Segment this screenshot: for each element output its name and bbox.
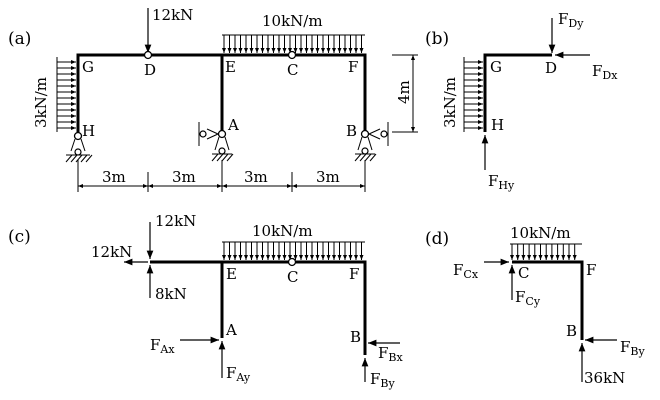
- force-fax-label: FAx: [150, 336, 175, 356]
- dim-1-label: 3m: [102, 168, 126, 186]
- load-12kn-down-label: 12kN: [155, 212, 196, 230]
- force-fbx-label: FBx: [378, 344, 404, 364]
- panel-d: 10kN/m FCx FCy FBy 36kN C F B: [453, 224, 646, 387]
- node-a-label-c: A: [225, 321, 237, 339]
- load-8kn-up-label: 8kN: [155, 285, 187, 303]
- node-h-label: H: [82, 122, 95, 140]
- support-a: [198, 122, 234, 162]
- load-12kn-left-label: 12kN: [91, 243, 132, 261]
- panel-label-b: (b): [425, 29, 449, 49]
- panel-label-a: (a): [8, 29, 31, 49]
- udl-d-label: 10kN/m: [510, 224, 571, 242]
- force-fby-label: FBy: [370, 370, 396, 390]
- force-fhy-label: FHy: [488, 172, 515, 192]
- dim-2-label: 3m: [172, 168, 196, 186]
- force-fcx-label: FCx: [453, 261, 479, 281]
- dim-height-label: 4m: [395, 80, 413, 104]
- reaction-36kn-label: 36kN: [584, 369, 625, 387]
- panel-b: 3kN/m FDy FDx FHy G D H: [441, 10, 618, 192]
- frame-d-member: [512, 260, 584, 340]
- force-fby-d-label: FBy: [620, 338, 646, 358]
- force-fcy-label: FCy: [515, 288, 541, 308]
- node-g-label: G: [82, 58, 94, 76]
- panel-a: 10kN/m 12kN 3kN/m: [32, 6, 418, 192]
- node-c-label-c: C: [287, 268, 298, 286]
- udl-a: [222, 34, 365, 53]
- node-c-label: C: [287, 61, 298, 79]
- node-d-label: D: [144, 61, 156, 79]
- panel-c: 10kN/m 12kN 12kN 8kN FAx FAy FBx FBy E C…: [91, 212, 404, 390]
- side-load-b-label: 3kN/m: [441, 77, 459, 128]
- hinge-c: [287, 50, 297, 60]
- dimension-line-vertical: [392, 54, 418, 133]
- frame-b-member: [483, 53, 552, 132]
- support-h: [65, 131, 93, 163]
- hinge-c-c: [287, 257, 297, 267]
- udl-c-label: 10kN/m: [252, 222, 313, 240]
- node-b-label-c: B: [350, 328, 361, 346]
- node-e-label: E: [225, 58, 236, 76]
- node-b-label: B: [346, 122, 357, 140]
- node-d-label-b: D: [545, 59, 557, 77]
- side-load-a: [56, 57, 76, 132]
- force-fdx-label: FDx: [592, 62, 618, 82]
- node-f-label-d: F: [586, 261, 596, 279]
- dim-3-label: 3m: [244, 168, 268, 186]
- force-fay-label: FAy: [226, 364, 251, 384]
- node-g-label-b: G: [490, 58, 502, 76]
- panel-label-c: (c): [8, 227, 31, 247]
- force-fdy-label: FDy: [558, 10, 584, 30]
- udl-d: [510, 243, 582, 260]
- node-f-label-c: F: [349, 265, 359, 283]
- udl-c: [222, 241, 365, 260]
- hinge-d: [143, 50, 153, 60]
- node-f-label: F: [348, 58, 358, 76]
- point-load-d-label: 12kN: [152, 6, 193, 24]
- panel-label-d: (d): [425, 229, 449, 249]
- dim-4-label: 3m: [316, 168, 340, 186]
- frame-c-beam: [150, 260, 367, 355]
- dimension-line-horizontal: [77, 160, 366, 192]
- node-c-label-d: C: [518, 264, 529, 282]
- side-load-a-label: 3kN/m: [32, 77, 50, 128]
- node-a-label: A: [227, 116, 239, 134]
- udl-a-label: 10kN/m: [262, 12, 323, 30]
- node-e-label-c: E: [226, 265, 237, 283]
- side-load-b: [463, 57, 483, 132]
- support-b: [354, 122, 389, 162]
- node-b-label-d: B: [566, 322, 577, 340]
- node-h-label-b: H: [491, 116, 504, 134]
